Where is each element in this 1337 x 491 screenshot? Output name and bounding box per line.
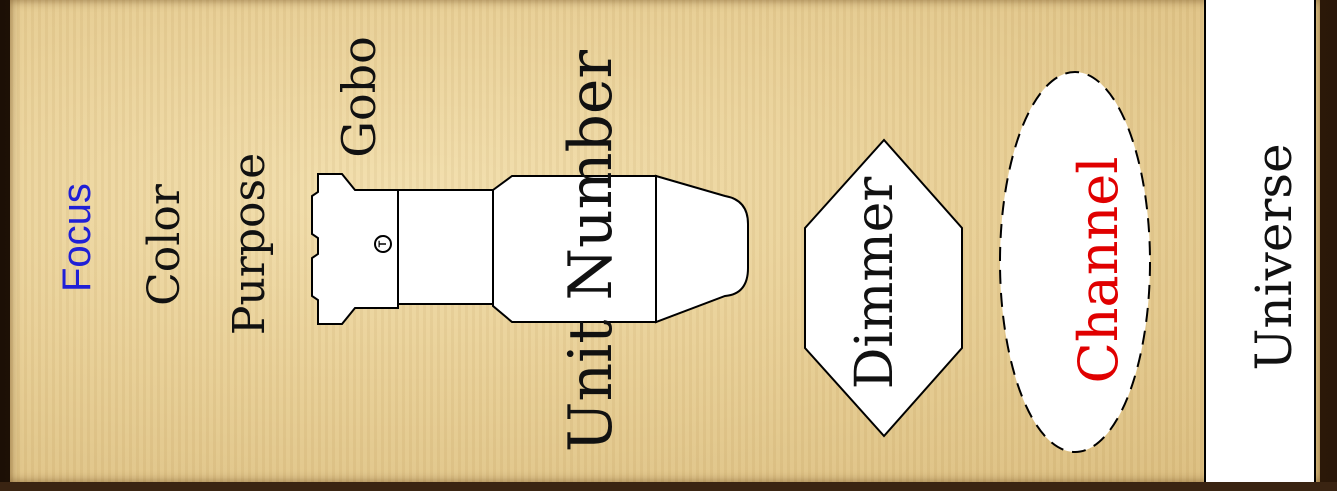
gobo-label: Gobo xyxy=(336,22,386,172)
dimmer-label: Dimmer xyxy=(849,153,905,413)
universe-label: Universe xyxy=(1249,97,1305,417)
unit-number-label: Unit Number xyxy=(561,11,627,491)
channel-label: Channel xyxy=(1072,120,1132,420)
purpose-label: Purpose xyxy=(228,124,276,364)
fixture-type-letter: T xyxy=(377,240,389,247)
fixture-lens xyxy=(656,176,748,322)
fixture-symbol: T xyxy=(312,174,748,324)
focus-label: Focus xyxy=(57,192,101,292)
color-label: Color xyxy=(143,155,191,335)
fixture-body xyxy=(398,190,493,304)
